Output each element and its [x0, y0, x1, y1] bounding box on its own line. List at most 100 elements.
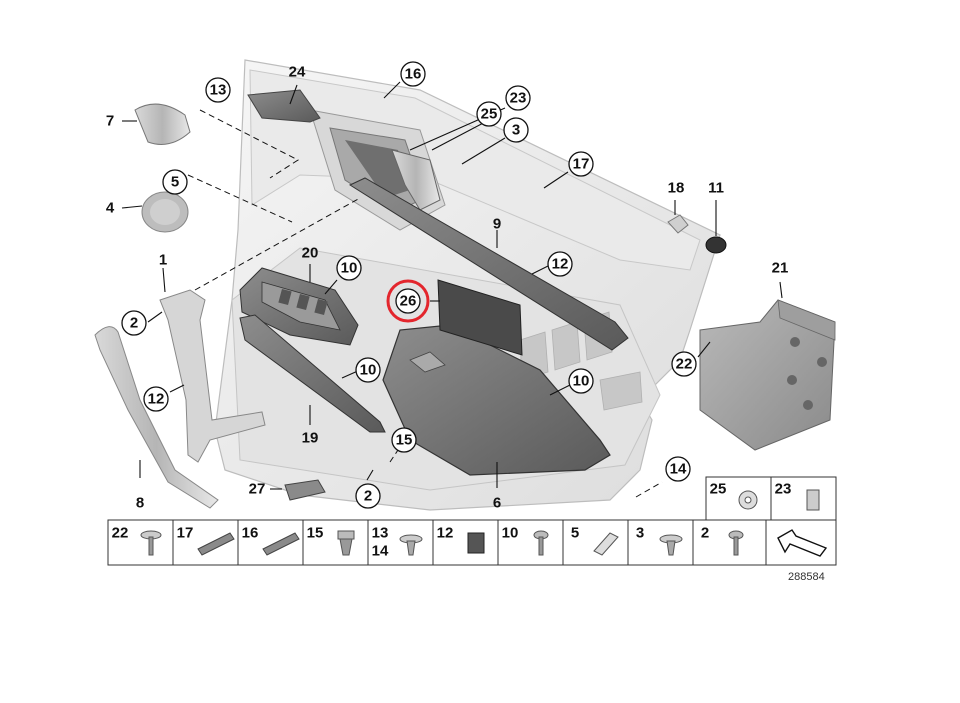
clip-block-icon	[197, 532, 235, 556]
callout-circle	[505, 85, 531, 111]
callout-circle	[391, 427, 417, 453]
table-cell-label: 23	[775, 481, 792, 498]
callout-label: 7	[106, 113, 114, 130]
table-cell-label: 13	[372, 525, 389, 542]
table-cell-label: 3	[636, 525, 644, 542]
armrest-switch-recess	[409, 351, 446, 373]
fir-tree-clip-icon	[659, 534, 683, 556]
nut-clip-icon	[467, 532, 485, 554]
callout-label: 25	[481, 106, 498, 123]
table-cell-label: 5	[571, 525, 579, 542]
callout-label: 10	[360, 362, 377, 379]
callout-label: 8	[136, 495, 144, 512]
callout-circle	[205, 77, 231, 103]
callout-c21: 21	[772, 260, 789, 277]
light-module-27	[284, 479, 326, 501]
clip-block-icon	[262, 532, 300, 556]
callout-label: 15	[396, 432, 413, 449]
callout-c2a: 2	[121, 310, 147, 336]
callout-label: 16	[405, 66, 422, 83]
callout-label: 12	[552, 256, 569, 273]
drawing-id: 288584	[788, 571, 825, 583]
callout-label: 3	[512, 122, 520, 139]
trim-strip-9	[348, 177, 629, 351]
table-cell-label: 10	[502, 525, 519, 542]
callout-c3: 3	[503, 117, 529, 143]
callout-label: 12	[148, 391, 165, 408]
callout-label: 2	[364, 488, 372, 505]
callout-label: 22	[676, 356, 693, 373]
callout-c10c: 10	[568, 368, 594, 394]
callout-c5: 5	[162, 169, 188, 195]
callout-label: 10	[341, 260, 358, 277]
push-clip-icon	[337, 530, 355, 556]
upper-trim-strip-24	[247, 89, 321, 123]
callout-c6: 6	[493, 495, 501, 512]
callout-label: 5	[171, 174, 179, 191]
callout-c9: 9	[493, 216, 501, 233]
callout-c4: 4	[106, 200, 115, 217]
pillar-trim-8	[94, 326, 219, 509]
callout-label: 11	[708, 180, 724, 197]
callout-c15a: 15	[391, 427, 417, 453]
callout-label: 26	[400, 293, 417, 310]
callout-c13: 13	[205, 77, 231, 103]
callout-label: 23	[510, 90, 527, 107]
callout-label: 17	[573, 156, 590, 173]
star-washer-icon	[738, 490, 758, 510]
callout-circle	[162, 169, 188, 195]
screw-icon	[533, 530, 549, 556]
tweeter-cover-7	[134, 103, 191, 145]
callout-circle	[568, 151, 594, 177]
callout-label: 2	[130, 315, 138, 332]
table-cell-label: 17	[177, 525, 194, 542]
callout-label: 20	[302, 245, 319, 262]
callout-circle	[547, 251, 573, 277]
solid-leaders	[121, 81, 783, 490]
callout-c18: 18	[668, 180, 685, 197]
callout-circle	[503, 117, 529, 143]
bracket-1	[159, 289, 266, 463]
washer-screw-icon	[140, 530, 162, 556]
callout-c22a: 22	[671, 351, 697, 377]
callout-circle	[355, 357, 381, 383]
callout-c12a: 12	[547, 251, 573, 277]
callout-circle	[336, 255, 362, 281]
table-cell-label: 15	[307, 525, 324, 542]
window-switch-panel-20	[239, 267, 359, 346]
callout-label: 24	[289, 64, 306, 81]
callout-circle	[143, 386, 169, 412]
clip-18	[667, 214, 689, 234]
callout-circle	[355, 483, 381, 509]
callout-c8: 8	[136, 495, 144, 512]
callout-c12b: 12	[143, 386, 169, 412]
callout-label: 4	[106, 200, 115, 217]
callout-c16: 16	[400, 61, 426, 87]
table-cell-label: 16	[242, 525, 259, 542]
callout-c25: 25	[476, 101, 502, 127]
callout-label: 18	[668, 180, 685, 197]
callout-circle	[671, 351, 697, 377]
table-cell-label: 12	[437, 525, 454, 542]
speaker-insert-26	[437, 279, 523, 356]
table-cell-label: 14	[372, 543, 389, 560]
callout-c19: 19	[302, 430, 319, 447]
callout-label: 19	[302, 430, 319, 447]
plug-11	[705, 236, 727, 254]
callout-c14a: 14	[665, 456, 691, 482]
callout-c10a: 10	[336, 255, 362, 281]
callout-label: 14	[670, 461, 687, 478]
callout-circle	[400, 61, 426, 87]
dashed-leaders	[187, 109, 663, 498]
callout-circle	[568, 368, 594, 394]
callout-label: 9	[493, 216, 501, 233]
callout-label: 13	[210, 82, 227, 99]
callout-c20: 20	[302, 245, 319, 262]
insulation-block-21	[699, 299, 836, 451]
callout-circle	[395, 288, 421, 314]
callout-circle	[121, 310, 147, 336]
callout-c26: 26	[386, 279, 430, 323]
fir-tree-clip-icon	[399, 534, 423, 556]
